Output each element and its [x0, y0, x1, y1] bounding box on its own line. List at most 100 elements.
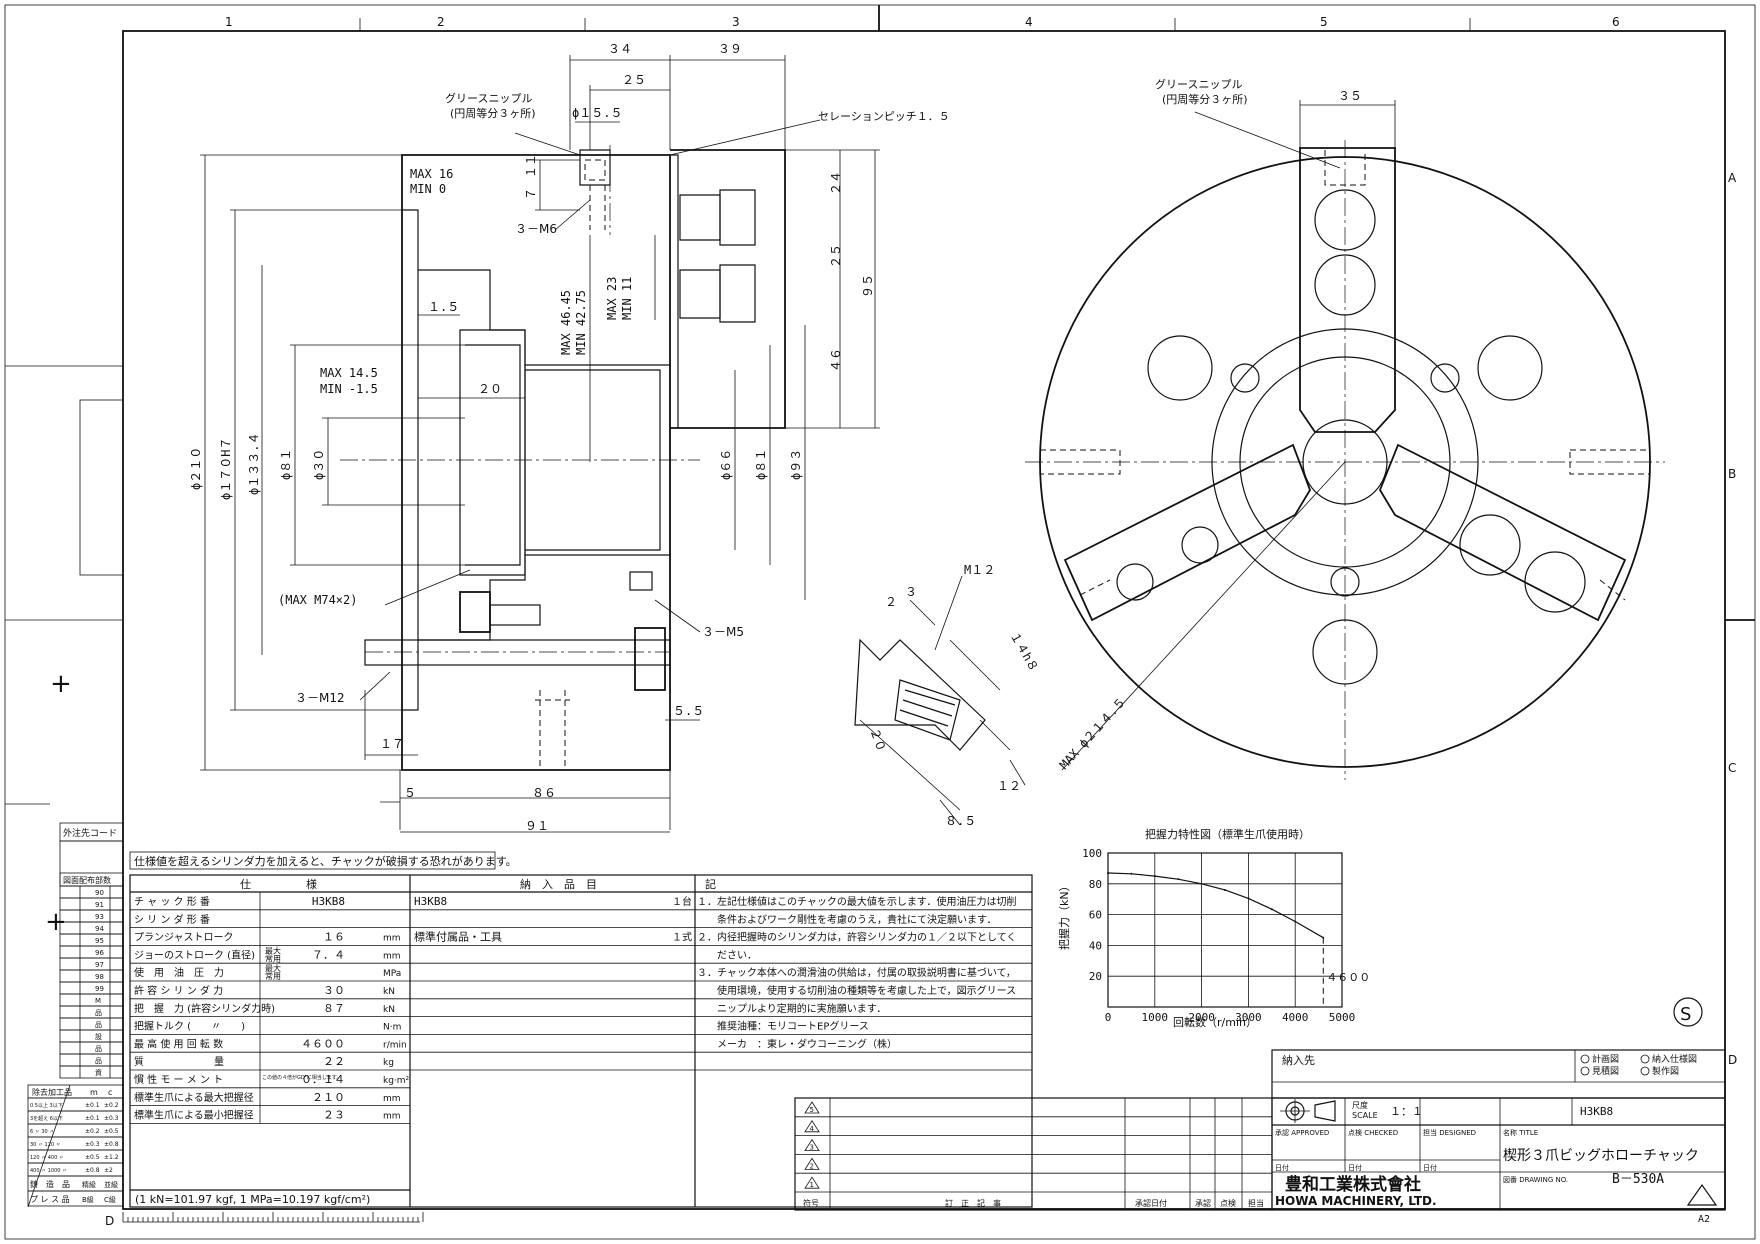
- spec-unit: r/min: [383, 1040, 407, 1050]
- cast-grade-2: C級: [104, 1195, 116, 1204]
- max-stroke-b: MAX 23: [605, 277, 619, 320]
- option-radio-icon: [1640, 1054, 1650, 1064]
- dim-7: ７: [524, 188, 538, 200]
- chart-point: [1177, 878, 1180, 881]
- chart-xlabel: 回転数（r/min）: [1173, 1016, 1257, 1029]
- min0-label: MIN 0: [410, 182, 446, 196]
- distribution-code: 設: [95, 1032, 102, 1041]
- jaw-dim-2: ２: [885, 595, 897, 609]
- front-grease-nipple-label: グリースニップル: [1155, 77, 1242, 91]
- spec-label: 標準生爪による最小把握径: [134, 1109, 254, 1122]
- spec-label: 許 容 シ リ ン ダ 力: [134, 984, 223, 997]
- tolerance-head-c: c: [108, 1088, 112, 1097]
- distribution-code: 品: [95, 1045, 102, 1053]
- revision-header: 符号: [803, 1198, 819, 1208]
- revision-mark-icon: [804, 1157, 820, 1170]
- stamp-letter: S: [1680, 1004, 1691, 1025]
- note-line: ださい．: [697, 949, 757, 961]
- col-marker: 1: [225, 15, 233, 29]
- chart-xtick: 0: [1105, 1011, 1112, 1024]
- dim-11: １１: [524, 154, 538, 178]
- spec-label: チ ャ ッ ク 形 番: [134, 896, 210, 908]
- spec-value: ２２: [323, 1055, 345, 1068]
- chart-point: [1153, 875, 1156, 878]
- drawing-no-label: 図番 DRAWING NO.: [1503, 1176, 1568, 1184]
- grease-nipple-note: (円周等分３ヶ所): [450, 106, 536, 120]
- col-marker: 6: [1612, 15, 1620, 29]
- tolerance-m: ±0.5: [85, 1154, 100, 1161]
- min-stroke-b: MIN 11: [620, 277, 634, 320]
- chart-point: [1107, 872, 1110, 875]
- dim-81: ϕ８１: [279, 449, 293, 480]
- designed-label: 担当 DESIGNED: [1423, 1128, 1476, 1137]
- date-label-1: 日付: [1275, 1163, 1289, 1172]
- distribution-label: 図面配布部数: [63, 875, 111, 885]
- chart-ytick: 20: [1089, 970, 1102, 983]
- checked-label: 点検 CHECKED: [1348, 1128, 1398, 1137]
- spec-label: 把握トルク ( 〃 ): [134, 1020, 245, 1033]
- dim-34: ３４: [608, 42, 632, 56]
- bottom-ruler: D: [105, 1212, 424, 1228]
- col-marker: 5: [1320, 15, 1328, 29]
- chart-ytick: 40: [1089, 939, 1102, 952]
- section-view-dimensions: ３４ ３９ ２５ ϕ１５.５ １１ ７ ２４ ２５ ４６ ９５ １.５ ２０ ϕ…: [189, 42, 875, 833]
- note-line: １．左記仕様値はこのチャックの最大値を示します．使用油圧力は切削: [697, 895, 1017, 908]
- tolerance-range: 0.5以上 3以下: [30, 1102, 63, 1109]
- spec-sub-max: 最大: [265, 945, 281, 955]
- svg-text:+: +: [45, 907, 67, 937]
- chart-frame: [1107, 852, 1343, 1008]
- revision-mark: 5: [810, 1106, 814, 1114]
- dim-95: ９５: [861, 274, 875, 298]
- spec-label: プランジャストローク: [134, 932, 234, 944]
- spec-value: ７．４: [312, 948, 345, 961]
- dim-24: ２４: [829, 171, 843, 195]
- distribution-code: 91: [95, 901, 104, 909]
- m6-label: ３－M6: [515, 222, 557, 236]
- scale-value: １：１: [1390, 1105, 1423, 1118]
- spec-label: 使 用 油 圧 力: [134, 966, 224, 979]
- front-grease-nipple-note: (円周等分３ヶ所): [1162, 92, 1248, 106]
- col-marker: 3: [732, 15, 740, 29]
- revision-triangle-icon: [1686, 1183, 1718, 1206]
- date-label-2: 日付: [1348, 1163, 1362, 1172]
- dim-15: １.５: [428, 300, 459, 314]
- tolerance-m: ±0.8: [85, 1167, 100, 1174]
- cast-type: 鋳 造 品: [30, 1179, 70, 1189]
- spec-unit: MPa: [383, 969, 401, 979]
- jaw-dim-3: ３: [905, 585, 917, 599]
- spec-sub-normal: 常用: [265, 954, 281, 963]
- jaw-m12-label: M１２: [964, 563, 995, 577]
- spec-unit: kN: [383, 987, 395, 997]
- dim-30: ϕ３０: [312, 449, 326, 480]
- spec-label: 最 高 使 用 回 転 数: [134, 1037, 223, 1050]
- dim-86: ８６: [532, 786, 556, 800]
- company-name-en: HOWA MACHINERY, LTD.: [1275, 1194, 1437, 1208]
- max16-label: MAX 16: [410, 167, 453, 181]
- front-dim-35: ３５: [1338, 89, 1362, 103]
- tolerance-c: ±0.5: [104, 1128, 119, 1135]
- spec-note: この値の４倍がGD²に相当します。: [262, 1074, 341, 1081]
- dim-91: ９１: [525, 819, 549, 833]
- tolerance-head-m: m: [90, 1088, 98, 1097]
- min-stroke-a: MIN 42.75: [574, 290, 588, 355]
- title-option: 計画図: [1592, 1053, 1619, 1065]
- spec-sub-normal: 常用: [265, 972, 281, 981]
- spec-unit: kg·m²: [383, 1076, 410, 1086]
- spec-label: ジョーのストローク (直径): [134, 948, 255, 961]
- distribution-code: 93: [95, 913, 104, 921]
- option-radio-icon: [1580, 1066, 1590, 1076]
- tolerance-m: ±0.1: [85, 1115, 100, 1122]
- ruler-letter: D: [105, 1214, 114, 1228]
- cast-grade: 精級: [82, 1180, 96, 1189]
- revision-header: 承認: [1195, 1198, 1211, 1208]
- tolerance-m: ±0.1: [85, 1102, 100, 1109]
- dim-5: ５: [404, 786, 416, 800]
- distribution-code: 品: [95, 1057, 102, 1065]
- distribution-code: 資: [95, 1068, 102, 1077]
